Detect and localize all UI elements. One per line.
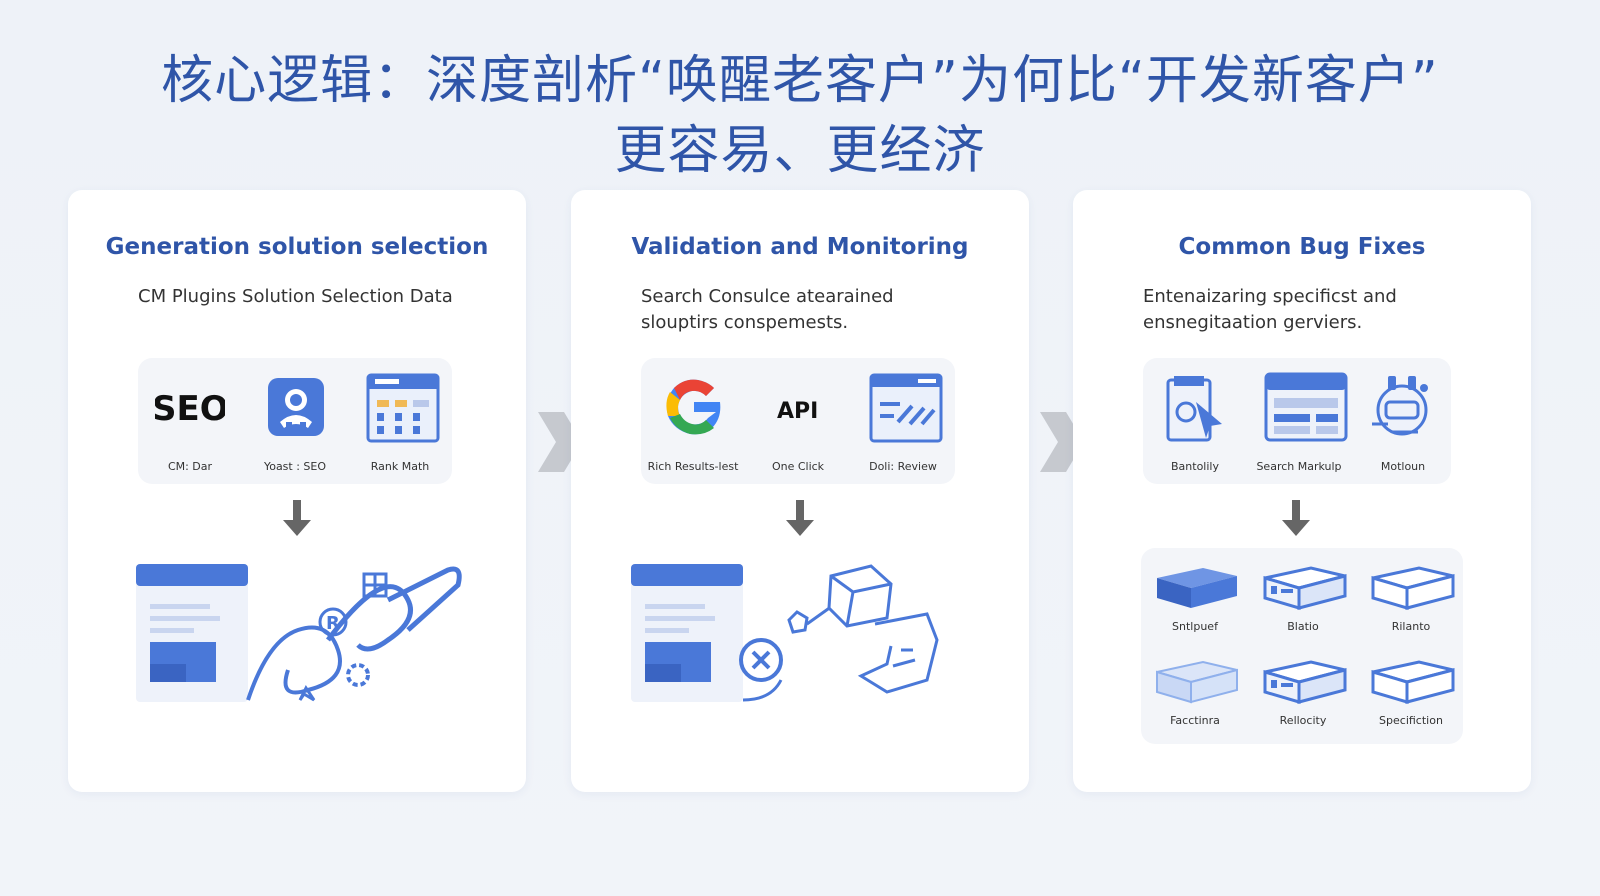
icon-row: Bantolily Search Markulp	[1143, 358, 1451, 484]
light-box-icon	[1156, 660, 1238, 704]
icon-label: CM: Dar	[167, 460, 213, 473]
api-icon: API	[777, 399, 818, 424]
page-title: 核心逻辑：深度剖析“唤醒老客户”为何比“开发新客户” 更容易、更经济	[0, 46, 1600, 186]
icon-card[interactable]: Doli: Review	[851, 358, 955, 484]
fix-card[interactable]: Specifiction	[1357, 646, 1465, 740]
panel-title: Validation and Monitoring	[631, 234, 969, 260]
seo-logo-icon: SEO	[155, 389, 225, 429]
outline-box-icon	[1371, 660, 1455, 705]
bug-fix-grid: Sntlpuef Blatio Rilanto	[1141, 548, 1463, 744]
title-line-2: 更容易、更经济	[614, 121, 986, 181]
fix-card[interactable]: Blatio	[1249, 552, 1357, 646]
icon-card[interactable]: API One Click	[746, 358, 850, 484]
icon-label: One Click	[771, 460, 825, 473]
arrow-down-icon	[283, 500, 311, 536]
seo-logo-text: SEO	[155, 389, 225, 429]
icon-card[interactable]: SEO CM: Dar	[138, 358, 242, 484]
labeled-box-icon	[1263, 660, 1347, 705]
icon-label: Rich Results-lest	[647, 460, 739, 473]
icon-card[interactable]: Yoast : SEO	[243, 358, 347, 484]
solid-box-icon	[1157, 568, 1237, 608]
icon-card[interactable]: Bantolily	[1143, 358, 1247, 484]
fix-card[interactable]: Facctinra	[1141, 646, 1249, 740]
svg-text:R: R	[326, 613, 340, 634]
rank-math-dashboard-icon	[366, 373, 440, 443]
icon-label: Bantolily	[1171, 460, 1219, 473]
panel-validation: Validation and Monitoring Search Consulc…	[571, 190, 1029, 792]
fix-label: Rilanto	[1391, 620, 1431, 633]
fix-card[interactable]: Rellocity	[1249, 646, 1357, 740]
panel-title: Common Bug Fixes	[1178, 234, 1426, 260]
search-markup-icon	[1264, 372, 1348, 442]
icon-card[interactable]: Rich Results-lest	[641, 358, 745, 484]
fix-label: Specifiction	[1379, 714, 1443, 727]
icon-label: Motloun	[1380, 460, 1426, 473]
yoast-plugin-icon	[268, 378, 324, 436]
icon-row: SEO CM: Dar Yoast : SEO	[138, 358, 452, 484]
arrow-down-icon	[786, 500, 814, 536]
monitoring-illustration-icon	[631, 564, 939, 702]
labeled-box-icon	[1263, 566, 1347, 611]
fix-label: Blatio	[1287, 620, 1319, 633]
icon-card[interactable]: Rank Math	[348, 358, 452, 484]
outline-box-icon	[1371, 566, 1455, 611]
google-logo-icon	[666, 379, 721, 435]
api-text: API	[777, 399, 818, 424]
icon-row: Rich Results-lest API One Click Doli: Re…	[641, 358, 955, 484]
panel-title: Generation solution selection	[105, 234, 489, 260]
panel-bug-fixes: Common Bug Fixes Entenaizaring specifics…	[1073, 190, 1531, 792]
icon-label: Yoast : SEO	[263, 460, 327, 473]
icon-label: Doli: Review	[869, 460, 937, 473]
arrow-down-icon	[1282, 500, 1310, 536]
fix-label: Facctinra	[1170, 714, 1220, 727]
fix-card[interactable]: Rilanto	[1357, 552, 1465, 646]
icon-label: Rank Math	[370, 460, 430, 473]
panel-description: CM Plugins Solution Selection Data	[138, 286, 453, 307]
title-line-1: 核心逻辑：深度剖析“唤醒老客户”为何比“开发新客户”	[161, 51, 1439, 111]
panel-description: Search Consulce atearained slouptirs con…	[641, 286, 894, 333]
fix-label: Rellocity	[1279, 714, 1327, 727]
icon-label: Search Markulp	[1256, 460, 1342, 473]
panel-description: Entenaizaring specificst and ensnegitaat…	[1143, 286, 1397, 333]
fix-card[interactable]: Sntlpuef	[1141, 552, 1249, 646]
plugin-illustration-icon: R	[136, 564, 462, 702]
robot-gear-icon	[1372, 376, 1428, 436]
icon-card[interactable]: Search Markulp	[1247, 358, 1351, 484]
fix-label: Sntlpuef	[1172, 620, 1218, 633]
review-window-icon	[869, 373, 943, 443]
document-cursor-icon	[1166, 376, 1222, 442]
icon-card[interactable]: Motloun	[1351, 358, 1455, 484]
panel-generation: Generation solution selection CM Plugins…	[68, 190, 526, 792]
